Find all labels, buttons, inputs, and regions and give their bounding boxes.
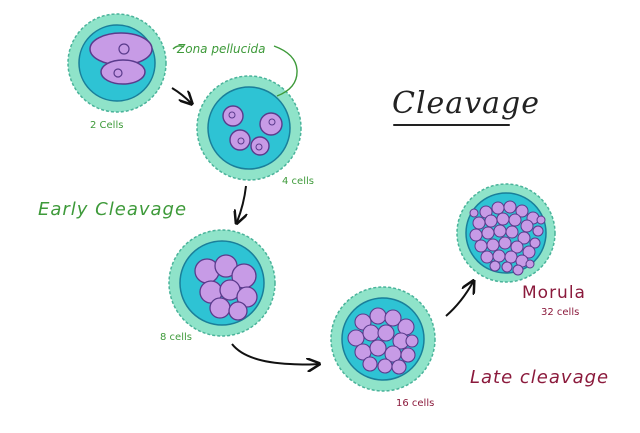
zona-pointer-line bbox=[172, 45, 298, 97]
early-cleavage-label: Early Cleavage bbox=[38, 199, 188, 220]
arrow-2-to-4 bbox=[171, 87, 191, 103]
blastomere bbox=[100, 59, 146, 85]
stage-16-cells-label: 16 cells bbox=[396, 398, 435, 409]
embryo-morula bbox=[456, 183, 556, 283]
blastomere bbox=[228, 301, 248, 321]
blastomere bbox=[209, 297, 231, 319]
arrow-4-to-8 bbox=[237, 185, 246, 222]
stage-2-cells-label: 2 Cells bbox=[90, 120, 124, 131]
morula-label: Morula bbox=[522, 283, 586, 303]
title-underline bbox=[393, 124, 510, 126]
embryo-2-cells bbox=[67, 13, 167, 113]
stage-8-cells-label: 8 cells bbox=[160, 332, 192, 343]
blastomere bbox=[236, 286, 258, 308]
blastomere bbox=[259, 112, 283, 136]
blastomere bbox=[250, 136, 270, 156]
morula-cell-count: 32 cells bbox=[541, 307, 580, 318]
zona-pellucida-label: Zona pellucida bbox=[177, 42, 266, 56]
late-cleavage-label: Late cleavage bbox=[470, 367, 610, 388]
stage-4-cells-label: 4 cells bbox=[282, 176, 314, 187]
arrow-8-to-16 bbox=[231, 343, 318, 365]
blastomere bbox=[222, 105, 244, 127]
embryo-8-cells bbox=[168, 229, 276, 337]
embryo-16-cells bbox=[330, 286, 436, 392]
blastomere bbox=[229, 129, 251, 151]
arrow-16-to-morula bbox=[445, 282, 473, 317]
embryo-4-cells bbox=[196, 75, 302, 181]
diagram-title: Cleavage bbox=[392, 86, 540, 121]
